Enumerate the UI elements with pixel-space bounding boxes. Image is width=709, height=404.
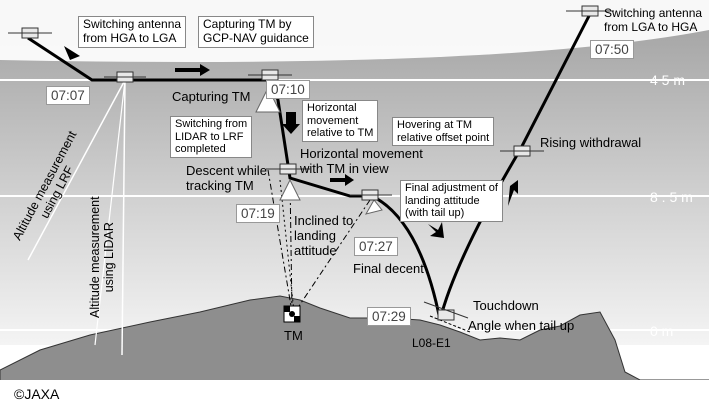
label-hovering: Hovering at TM relative offset point [392, 117, 495, 147]
label-tm: TM [284, 328, 303, 343]
time-0750: 07:50 [590, 40, 634, 59]
label-capture-gcp: Capturing TM by GCP-NAV guidance [198, 16, 314, 48]
label-final-decent: Final decent [353, 261, 424, 276]
label-horizontal-relative: Horizontal movement relative to TM [302, 100, 379, 142]
label-descent-tracking: Descent while tracking TM [186, 163, 267, 193]
label-switch-lga-hga: Switching antenna from LGA to HGA [604, 6, 703, 34]
copyright: ©JAXA [14, 386, 60, 402]
altitude-8-5m: 8 . 5 m [650, 189, 693, 205]
target-marker-icon [283, 305, 301, 323]
label-horizontal-view: Horizontal movement with TM in view [300, 146, 423, 176]
time-0710: 07:10 [266, 80, 310, 99]
label-altitude-lidar: Altitude measurement using LIDAR [88, 196, 116, 318]
label-switch-hga-lga: Switching antenna from HGA to LGA [78, 16, 187, 48]
label-angle-tail-up: Angle when tail up [468, 318, 575, 333]
sky-background [0, 0, 709, 345]
label-inclined: Inclined to landing attitude [294, 213, 354, 258]
time-0727: 07:27 [354, 237, 398, 256]
time-0719: 07:19 [236, 204, 280, 223]
time-0707: 07:07 [46, 86, 90, 105]
time-0729: 07:29 [367, 307, 411, 326]
label-touchdown: Touchdown [473, 298, 539, 313]
spacecraft-icon [8, 5, 614, 321]
altitude-45m: 4 5 m [650, 72, 686, 88]
label-final-adjustment: Final adjustment of landing attitude (wi… [400, 180, 503, 222]
label-landing-site: L08-E1 [412, 336, 451, 350]
altitude-0m: 0 m [650, 323, 674, 339]
label-switch-lidar-lrf: Switching from LIDAR to LRF completed [170, 116, 253, 158]
label-capturing-tm: Capturing TM [172, 89, 251, 104]
label-rising-withdrawal: Rising withdrawal [540, 135, 642, 150]
asteroid-surface [0, 295, 709, 404]
